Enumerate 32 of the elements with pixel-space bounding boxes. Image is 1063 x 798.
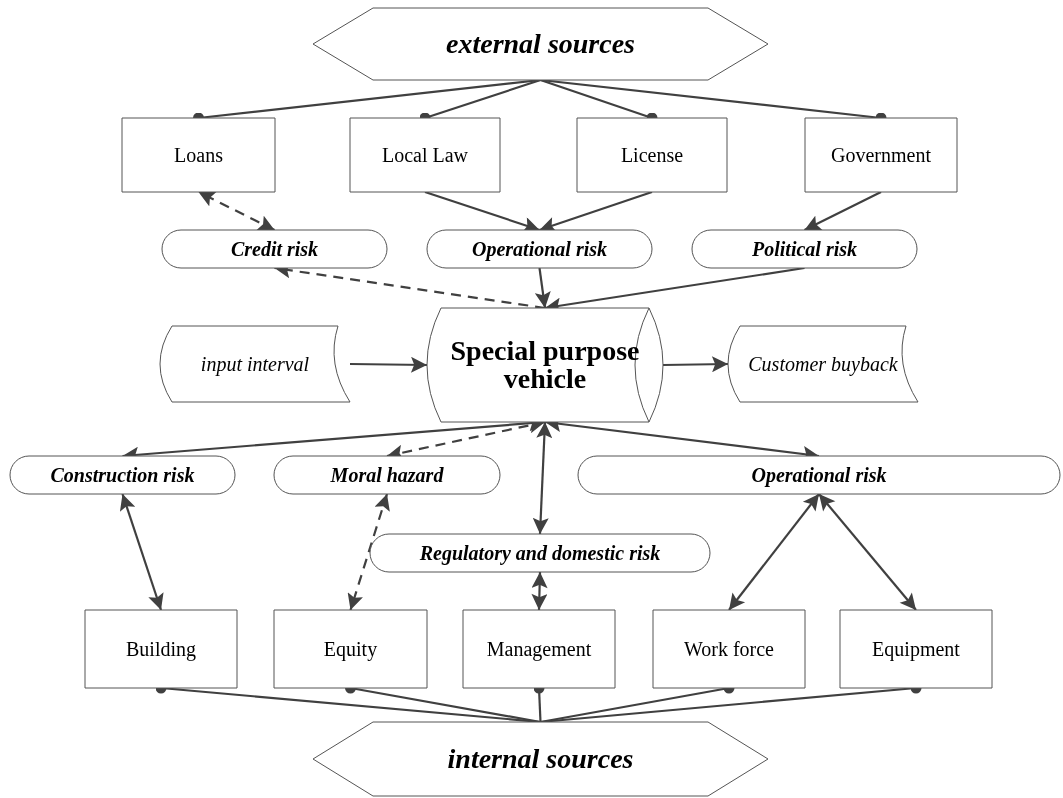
flow-label: Customer buyback	[748, 352, 898, 376]
box-label: Building	[126, 637, 196, 661]
box-label: Loans	[174, 143, 223, 167]
source-label: internal sources	[447, 742, 634, 776]
risk-label: Political risk	[752, 237, 857, 261]
risk-label: Moral hazard	[330, 463, 444, 487]
arrow	[198, 191, 275, 231]
risk-label: Credit risk	[230, 237, 319, 261]
vehicle-label: Special purpose vehicle	[449, 337, 641, 393]
box-label: Equity	[323, 637, 378, 661]
box-label: Equipment	[872, 637, 960, 661]
arrow	[728, 493, 820, 611]
arrow	[347, 493, 390, 611]
risk-label: Operational risk	[751, 463, 887, 487]
risk-label: Operational risk	[472, 237, 607, 261]
box-label: Management	[486, 637, 592, 661]
arrow	[532, 421, 553, 535]
arrow	[119, 493, 164, 611]
flow-label: input interval	[200, 352, 310, 376]
arrow	[534, 267, 551, 309]
arrow	[531, 571, 548, 611]
box-label: Local Law	[381, 143, 469, 167]
box-label: Government	[831, 143, 931, 167]
box-label: License	[620, 143, 684, 167]
source-label: external sources	[446, 27, 635, 61]
risk-label: Construction risk	[50, 463, 195, 487]
arrow	[350, 356, 427, 373]
arrow	[818, 493, 917, 611]
arrow	[663, 356, 728, 373]
box-label: Work force	[684, 637, 774, 661]
risk-label: Regulatory and domestic risk	[419, 541, 661, 565]
arrow	[804, 191, 882, 231]
